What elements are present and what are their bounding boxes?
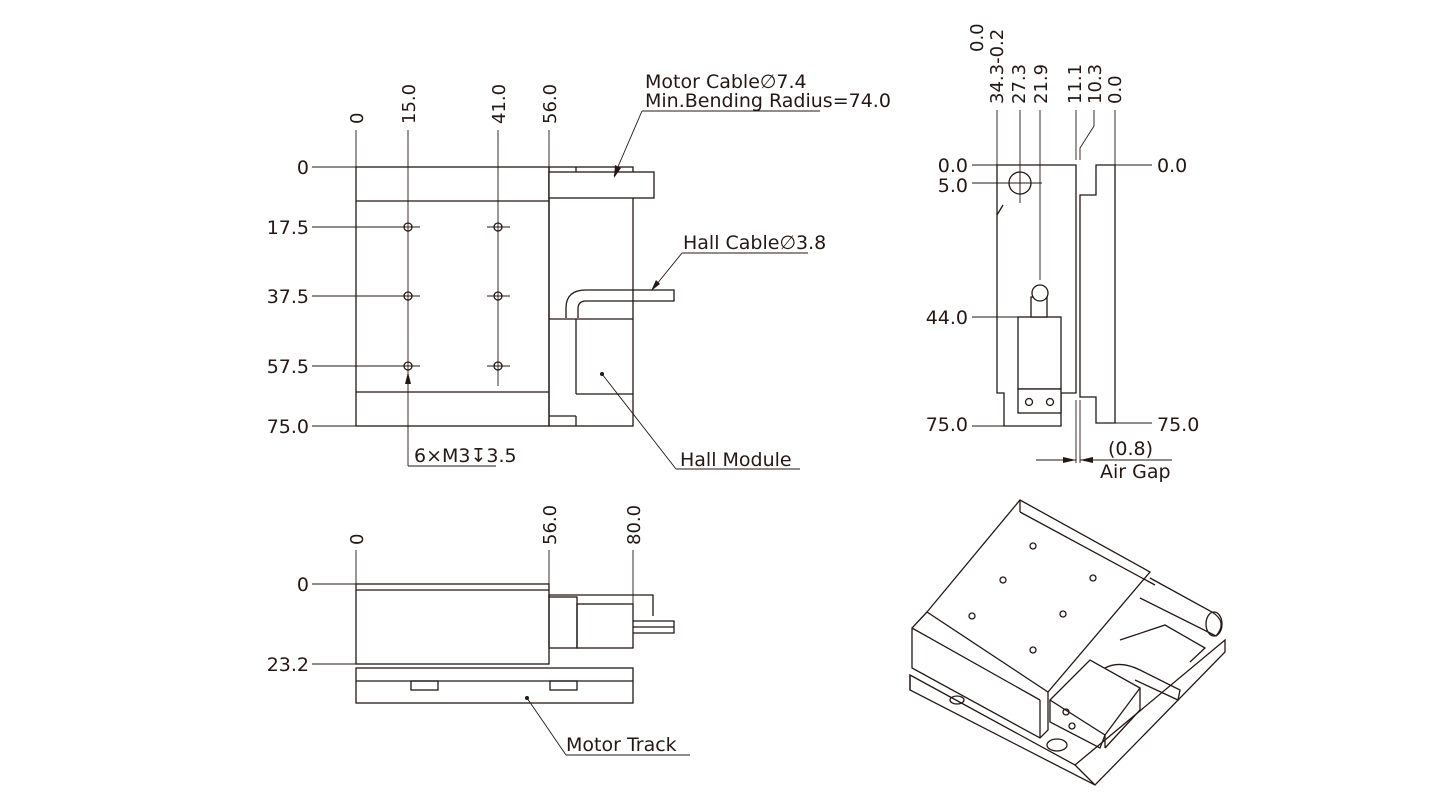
bending-radius-label: Min.Bending Radius=74.0 [645, 90, 891, 112]
iso-base [909, 638, 1226, 786]
side-view: 0.0 34.3-0.2 27.3 21.9 11.1 10.3 0.0 0.0… [926, 23, 1200, 483]
air-gap-label: Air Gap [1100, 461, 1171, 483]
motor-track-label: Motor Track [566, 734, 677, 756]
stage-body [355, 166, 550, 427]
side-tick-10-3: 10.3 [1085, 64, 1106, 104]
tick-y-75: 75.0 [267, 416, 309, 438]
motor-track [355, 667, 634, 704]
tick-y-0: 0 [297, 157, 309, 179]
motor-block [548, 166, 634, 427]
side-tick-34-3: 34.3-0.2 [987, 29, 1008, 104]
tick-x-41: 41.0 [489, 84, 510, 124]
side-y-right-0: 0.0 [1157, 155, 1187, 177]
air-gap-value: (0.8) [1108, 438, 1153, 460]
tick-x-56: 56.0 [540, 84, 561, 124]
front-view: 0 56.0 80.0 0 23.2 Motor Track [267, 505, 690, 756]
motor-cable [548, 171, 655, 199]
front-tick-80: 80.0 [624, 505, 645, 545]
hall-module-label: Hall Module [680, 449, 792, 471]
side-y-0: 0.0 [938, 155, 968, 177]
side-tick-0: 0.0 [967, 23, 988, 52]
tick-x-15: 15.0 [399, 84, 420, 124]
front-y-23-2: 23.2 [267, 654, 309, 676]
motor-cable-label: Motor Cable∅7.4 [645, 71, 807, 93]
mount-hole [493, 291, 503, 301]
mount-hole [493, 361, 503, 371]
side-tick-11-1: 11.1 [1065, 64, 1086, 104]
top-view: 0 15.0 41.0 56.0 0 17.5 37.5 57.5 75.0 M… [267, 71, 891, 471]
mount-hole [403, 222, 413, 232]
mount-hole [403, 361, 413, 371]
side-y-right-75: 75.0 [1157, 414, 1199, 436]
side-y-5: 5.0 [938, 175, 968, 197]
tick-y-17-5: 17.5 [267, 217, 309, 239]
front-tick-56: 56.0 [540, 505, 561, 545]
tick-x-0: 0 [347, 113, 368, 124]
side-tick-0-right: 0.0 [1105, 75, 1126, 104]
mount-hole [403, 291, 413, 301]
side-tick-27-3: 27.3 [1009, 64, 1030, 104]
tick-y-37-5: 37.5 [267, 286, 309, 308]
holes-label: 6×M3↧3.5 [414, 445, 517, 467]
hall-cable-label: Hall Cable∅3.8 [683, 232, 826, 254]
front-y-0: 0 [297, 574, 309, 596]
isometric-view [909, 499, 1226, 786]
side-y-44: 44.0 [926, 307, 968, 329]
iso-top-face [926, 499, 1152, 693]
side-y-75: 75.0 [926, 414, 968, 436]
mount-hole [493, 222, 503, 232]
side-tick-21-9: 21.9 [1031, 64, 1052, 104]
carriage-outline [996, 164, 1077, 427]
hall-module-front [576, 603, 634, 649]
hall-sensor [1017, 316, 1062, 390]
tick-y-57-5: 57.5 [267, 356, 309, 378]
rail-outline [1079, 164, 1116, 424]
carriage-front [355, 583, 550, 665]
hall-cable [565, 289, 675, 318]
front-tick-0: 0 [347, 534, 368, 545]
